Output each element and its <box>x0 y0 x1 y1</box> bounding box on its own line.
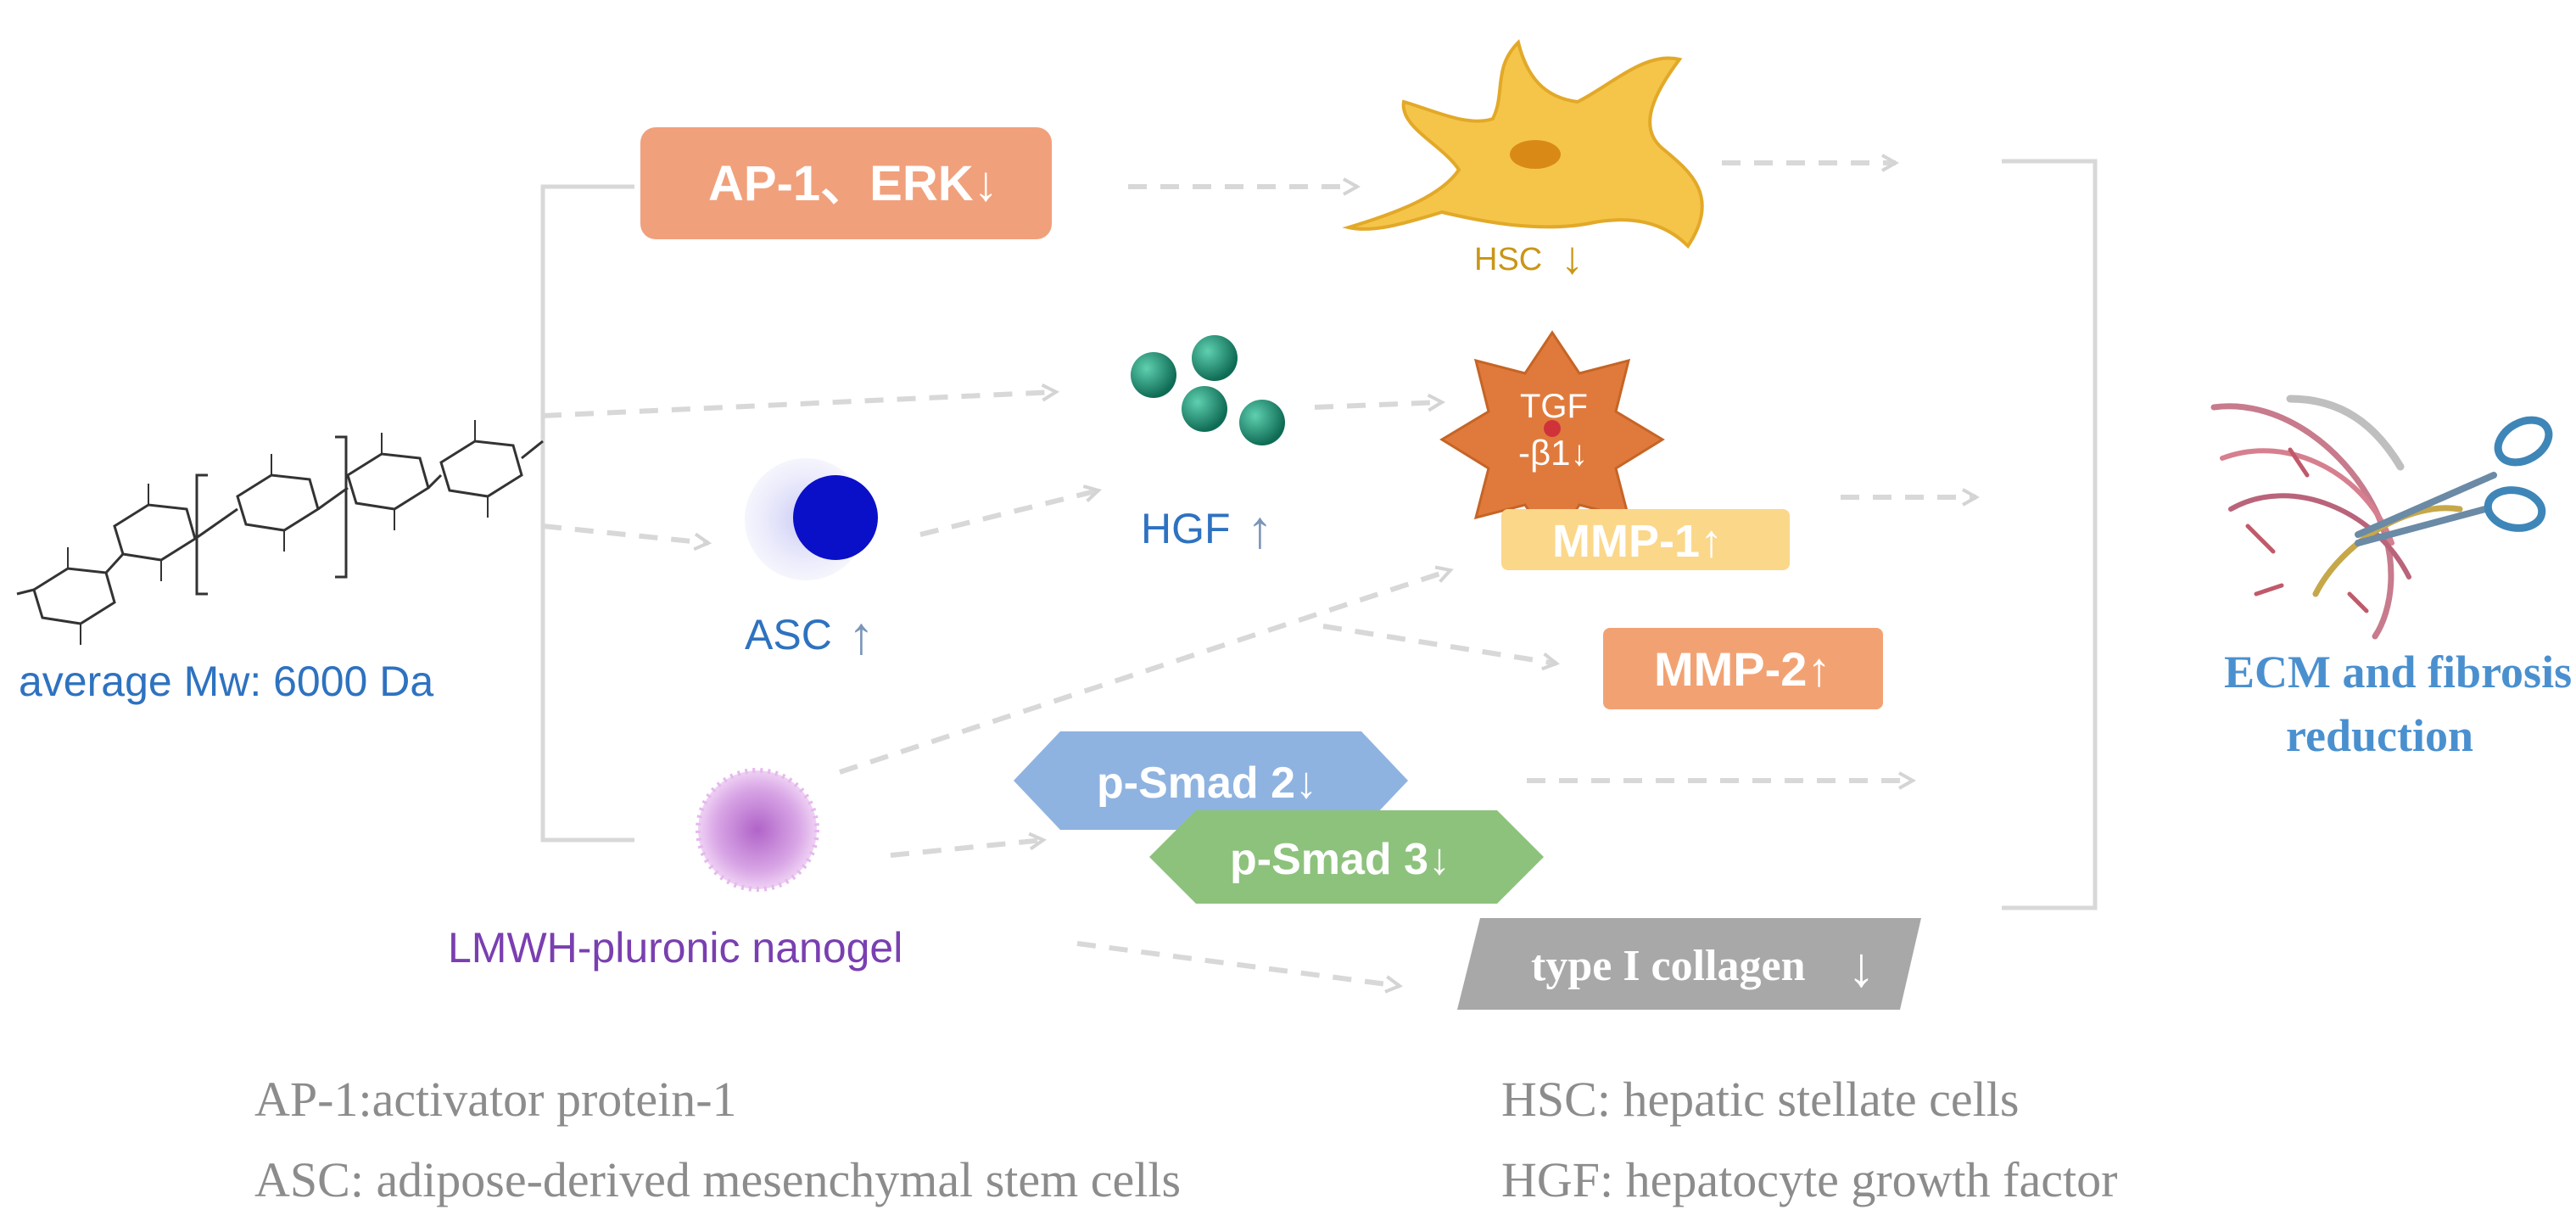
psmad3-label: p-Smad 3↓ <box>1230 835 1450 884</box>
hgf-label: HGF <box>1141 505 1231 552</box>
molecule-label: average Mw: 6000 Da <box>19 658 433 705</box>
hsc-nucleus <box>1510 140 1561 169</box>
collagen-arrow: ↓ <box>1847 935 1875 998</box>
collagen-label: type I collagen <box>1531 942 1806 990</box>
legend-hsc: HSC: hepatic stellate cells <box>1501 1072 2019 1127</box>
psmad3-box: p-Smad 3↓ <box>1149 810 1544 904</box>
heparin-structure <box>16 420 544 645</box>
scissors-handle-1 <box>2494 416 2553 467</box>
left-bracket <box>540 184 634 843</box>
arrow-bracket-to-hgf <box>542 392 1056 418</box>
scissors-handle-2 <box>2484 486 2546 532</box>
mmp1-box: MMP-1↑ <box>1501 509 1790 570</box>
legend-asc: ASC: adipose-derived mesenchymal stem ce… <box>254 1152 1181 1207</box>
arrow-nanogel-to-smad <box>890 840 1043 858</box>
mmp2-box: MMP-2↑ <box>1603 628 1883 709</box>
mmp1-label: MMP-1↑ <box>1552 516 1723 567</box>
outcome-line1: ECM and fibrosis <box>2224 647 2572 697</box>
ap1-erk-box: AP-1、ERK↓ <box>640 127 1052 239</box>
ap1-erk-label: AP-1、ERK↓ <box>708 156 998 211</box>
outcome-line2: reduction <box>2286 710 2473 761</box>
hsc-cell <box>1342 39 1704 249</box>
tgf-label-line1: TGF <box>1520 388 1588 425</box>
nanogel-particle <box>696 768 819 892</box>
arrow-nanogel-to-mmp <box>839 570 1450 775</box>
legend: AP-1:activator protein-1 ASC: adipose-de… <box>254 1072 2117 1207</box>
arrow-molecule-to-asc <box>542 524 708 543</box>
hgf-arrow: ↑ <box>1247 501 1273 559</box>
arrow-nanogel-to-collagen <box>1076 941 1400 986</box>
legend-hgf: HGF: hepatocyte growth factor <box>1501 1152 2117 1207</box>
arrow-hgf-to-tgf <box>1314 402 1442 407</box>
mmp2-label: MMP-2↑ <box>1654 642 1830 696</box>
hgf-particles <box>1131 335 1285 445</box>
hsc-label: HSC <box>1474 242 1542 277</box>
scissors-blade-upper <box>2355 472 2497 538</box>
psmad2-label: p-Smad 2↓ <box>1097 759 1317 808</box>
fibrosis-fibers-image <box>2210 395 2553 640</box>
hsc-arrow: ↓ <box>1561 232 1584 283</box>
collagen-box: type I collagen ↓ <box>1457 918 1921 1010</box>
pathway-arrows <box>542 163 1976 986</box>
arrow-asc-to-hgf <box>919 490 1098 537</box>
tgf-label-line2: -β1↓ <box>1518 433 1589 473</box>
scissors-blade-lower <box>2355 506 2489 546</box>
psmad2-box: p-Smad 2↓ <box>1014 731 1408 830</box>
asc-arrow: ↑ <box>848 607 874 665</box>
right-bracket <box>2002 159 2098 910</box>
arrow-to-mmp2 <box>1322 624 1556 664</box>
nanogel-label: LMWH-pluronic nanogel <box>448 924 902 972</box>
asc-cell <box>745 458 878 580</box>
legend-ap1: AP-1:activator protein-1 <box>254 1072 737 1127</box>
asc-label: ASC <box>745 611 832 658</box>
